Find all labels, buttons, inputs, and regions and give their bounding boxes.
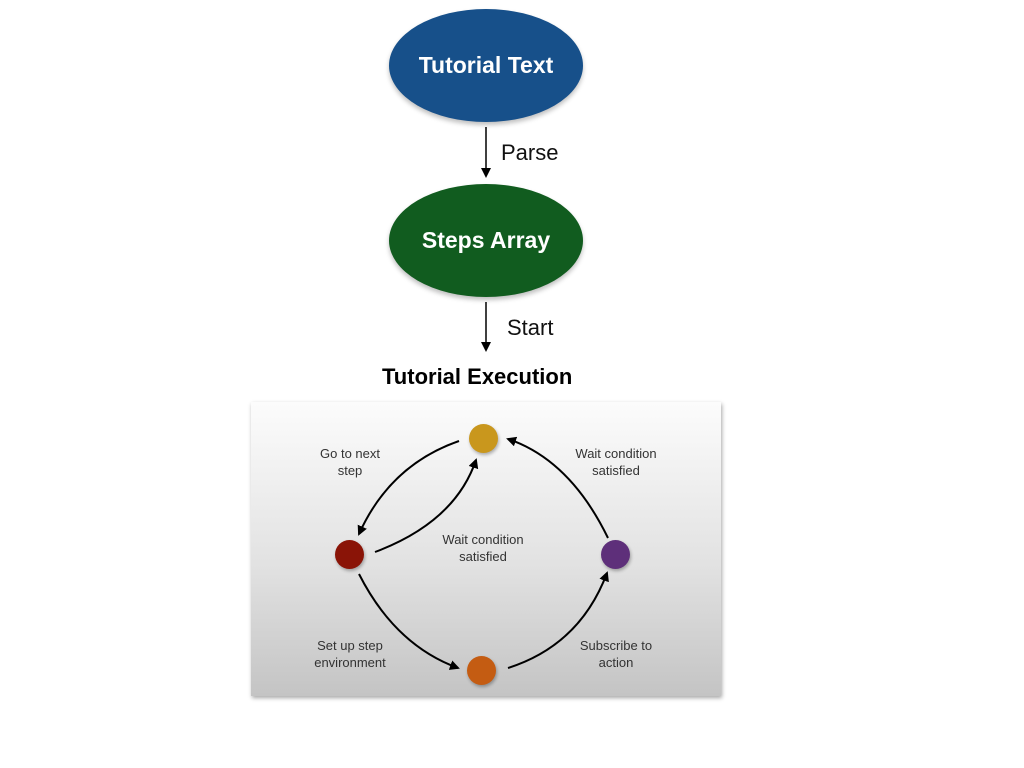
wait-center-line2: satisfied: [459, 549, 507, 564]
state-top-dot: [469, 424, 498, 453]
tutorial-execution-title: Tutorial Execution: [382, 364, 573, 389]
subscribe-to-action-label: Subscribe to action: [556, 637, 676, 671]
subscribe-line1: Subscribe to: [579, 638, 653, 653]
steps-array-node: Steps Array: [389, 184, 583, 297]
go-to-next-step-line1: Go to next: [320, 446, 380, 461]
execution-cycle-panel: Go to next step Wait condition satisfied…: [251, 402, 721, 696]
go-to-next-step-label: Go to next step: [290, 445, 410, 479]
start-edge-label: Start: [507, 315, 554, 340]
state-left-dot: [335, 540, 364, 569]
setup-line2: environment: [314, 655, 386, 670]
wait-center-line1: Wait condition: [442, 532, 524, 547]
wait-right-line2: satisfied: [592, 463, 640, 478]
wait-condition-center-label: Wait condition satisfied: [423, 531, 543, 565]
parse-edge-label: Parse: [501, 140, 559, 165]
steps-array-label: Steps Array: [421, 227, 551, 253]
set-up-step-label: Set up step environment: [290, 637, 410, 671]
wait-condition-right-label: Wait condition satisfied: [556, 445, 676, 479]
state-right-dot: [601, 540, 630, 569]
tutorial-text-node: Tutorial Text: [389, 9, 583, 122]
go-to-next-step-line2: step: [337, 463, 363, 478]
subscribe-line2: action: [598, 655, 634, 670]
wait-right-line1: Wait condition: [575, 446, 657, 461]
state-bottom-dot: [467, 656, 496, 685]
tutorial-text-label: Tutorial Text: [418, 52, 554, 78]
setup-line1: Set up step: [317, 638, 383, 653]
